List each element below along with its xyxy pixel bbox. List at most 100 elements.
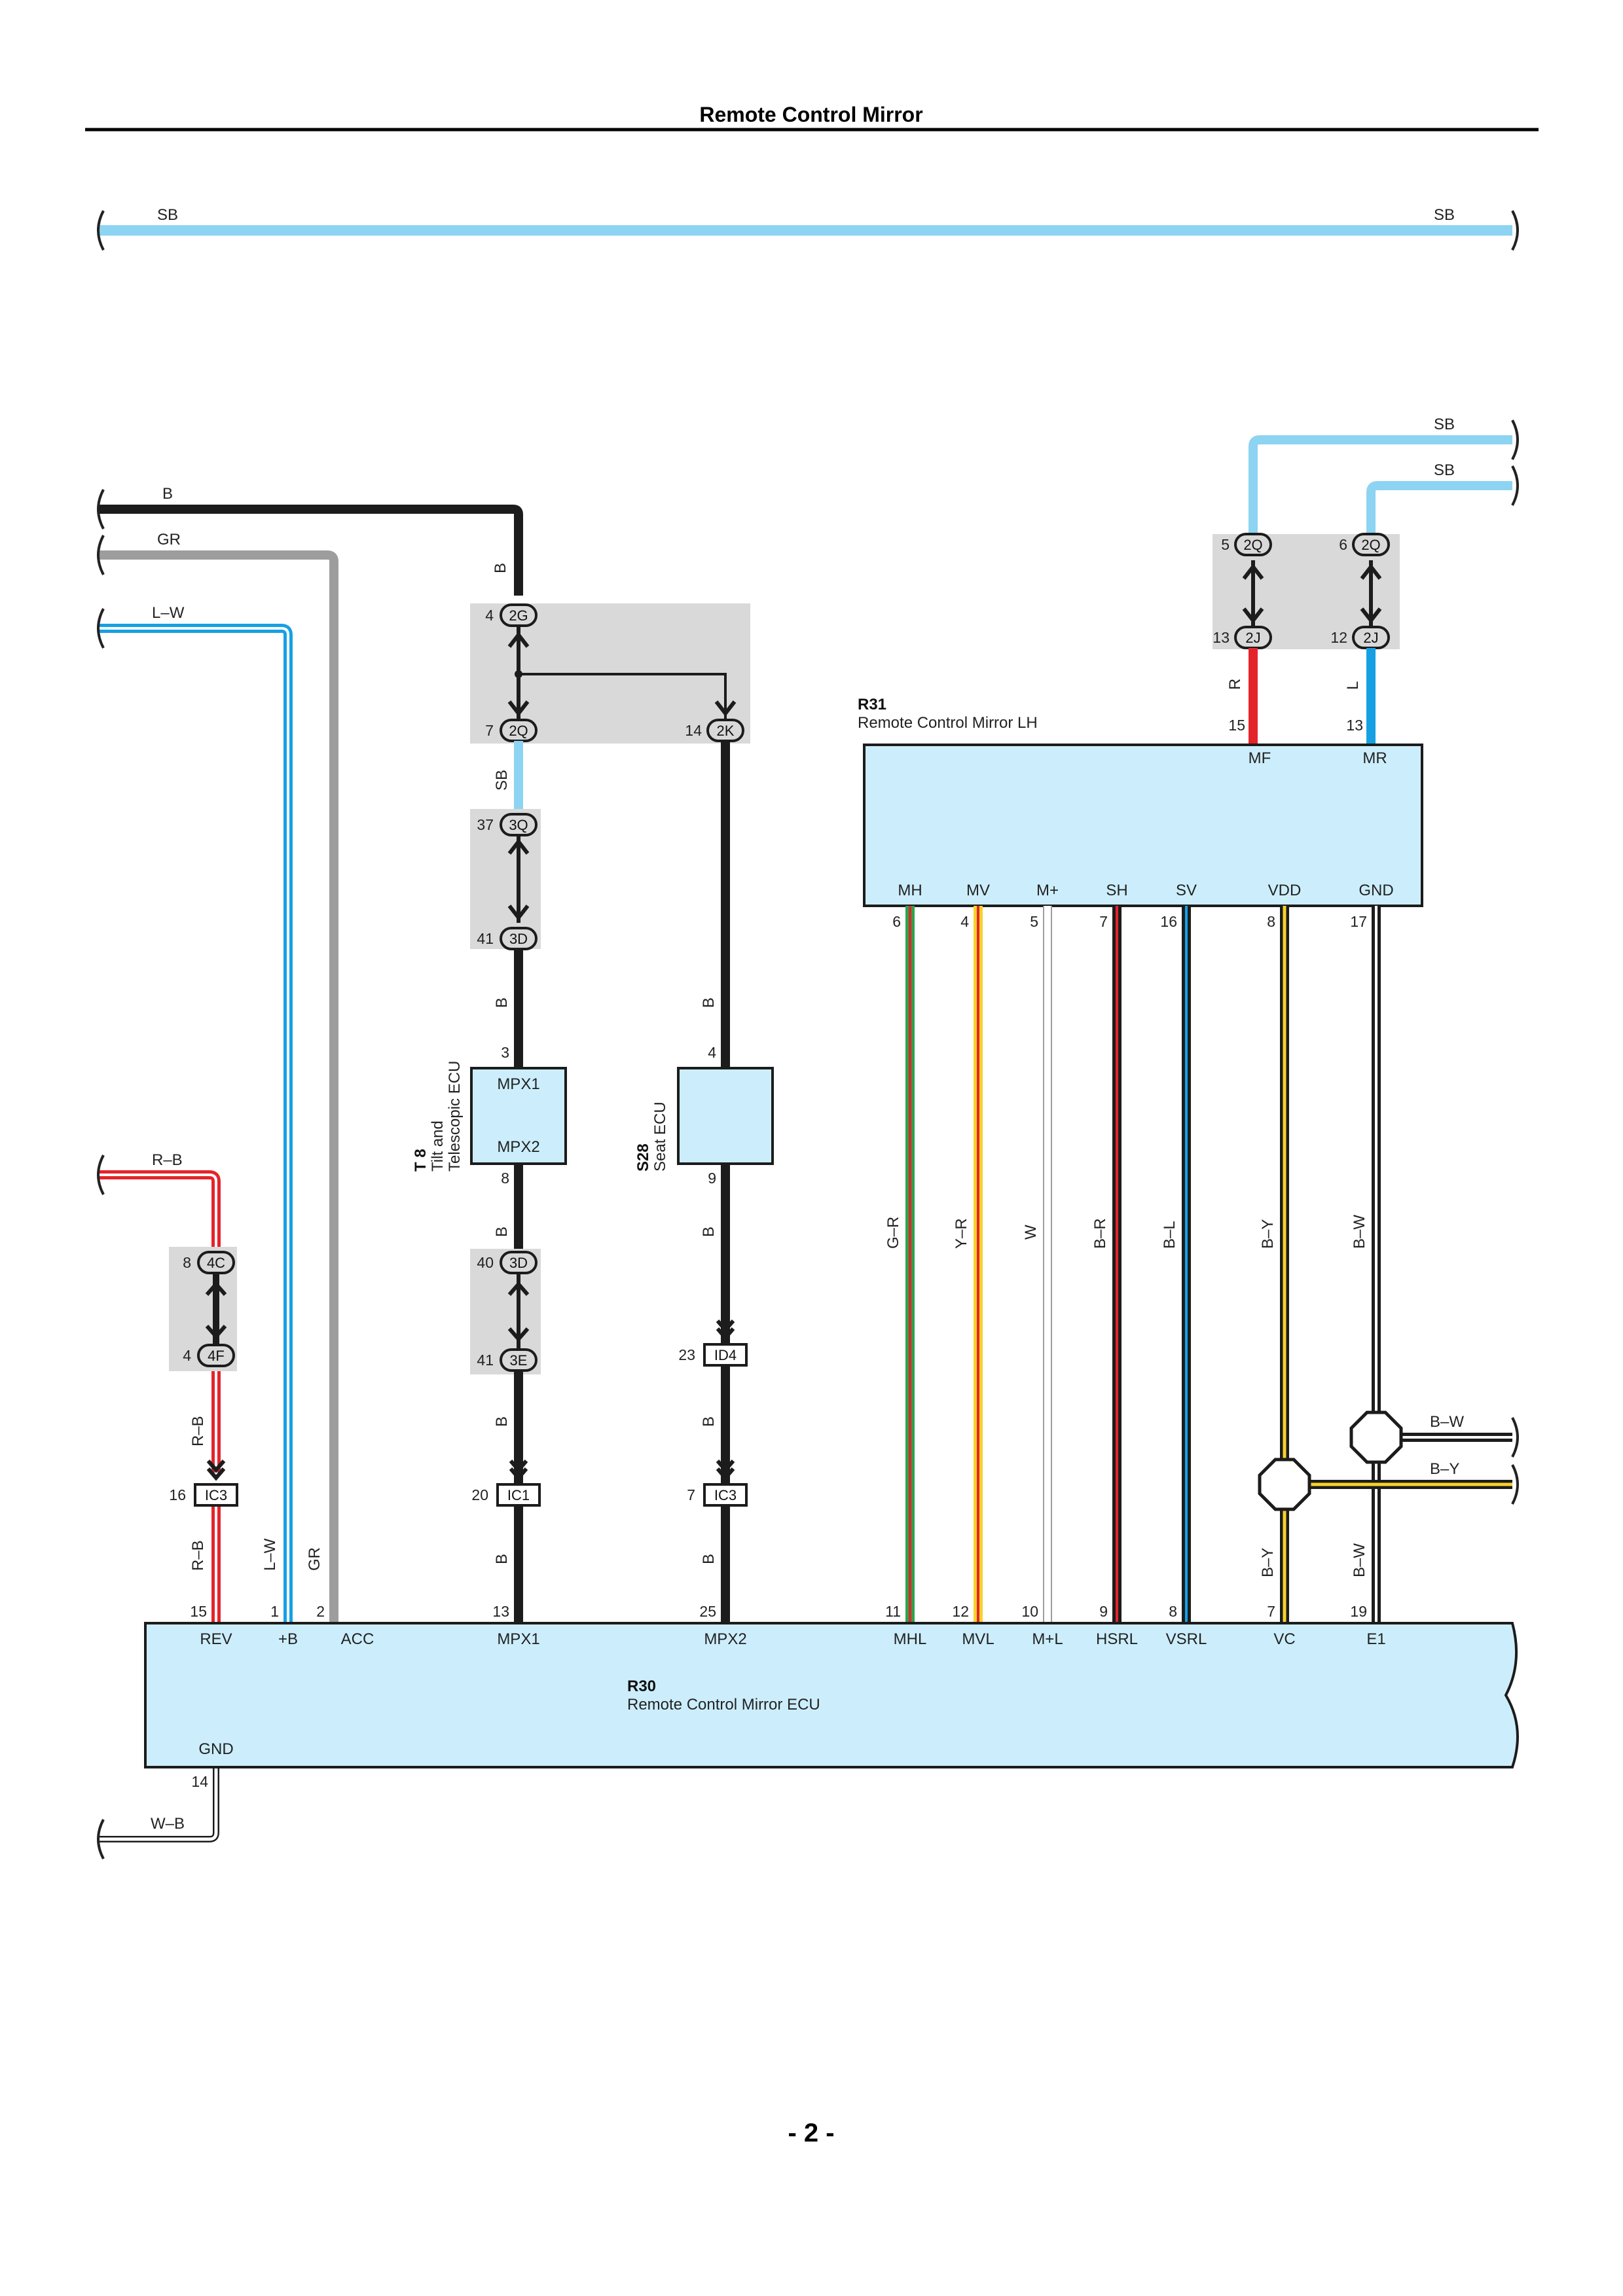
gr-wire: GR GR (97, 531, 338, 1623)
connector-pin-ic1: 20 (471, 1486, 488, 1503)
connector-id-2j-13: 2J (1245, 630, 1260, 646)
r30-pin-0: 15 (190, 1603, 207, 1620)
t8-pin-8: 8 (501, 1170, 509, 1187)
r30-term-7: M+L (1032, 1630, 1063, 1648)
wire-label-b-vertical-2: B (493, 997, 511, 1008)
page-number: - 2 - (788, 2119, 834, 2147)
connector-pin-2j-13: 13 (1213, 629, 1230, 646)
connector-id-4f: 4F (208, 1348, 225, 1364)
wire-label-b-vertical-3: B (493, 1227, 511, 1237)
connector-pin-2q-5: 5 (1221, 536, 1230, 553)
wire-label-rb-vertical-2: R–B (189, 1540, 207, 1571)
wire-label-sb-vertical: SB (493, 770, 511, 791)
connector-pin-ic3-16: 16 (169, 1486, 186, 1503)
wire-label-bw-gnd: B–W (1351, 1215, 1368, 1249)
wire-label-w: W (1022, 1225, 1040, 1240)
t8-pin-3: 3 (501, 1044, 509, 1061)
connector-id-ic3-7: IC3 (714, 1487, 737, 1503)
connector-pin-2g: 4 (485, 607, 494, 624)
r31-term-5: VDD (1268, 882, 1302, 899)
wire-label-b-seat-2: B (700, 1227, 718, 1237)
sb-right-wires: SB SB (1249, 416, 1519, 537)
r30-pin-10: 7 (1267, 1603, 1275, 1620)
wire-label-rb-vertical-1: R–B (189, 1416, 207, 1446)
junction-by (1258, 1458, 1311, 1511)
r30-term-8: HSRL (1096, 1630, 1138, 1648)
r31-pin-0: 6 (892, 913, 901, 930)
connector-id-3d-40: 3D (509, 1255, 528, 1271)
connector-id-3e: 3E (510, 1352, 528, 1369)
r30-pin-8: 9 (1099, 1603, 1108, 1620)
connector-pin-3e: 41 (477, 1352, 494, 1369)
wire-label-b-seat-3: B (700, 1416, 718, 1427)
r30-pin-11: 19 (1350, 1603, 1367, 1620)
wire-label-br-sh: B–R (1091, 1218, 1109, 1249)
r30-pin-9: 8 (1169, 1603, 1177, 1620)
connector-pin-4f: 4 (183, 1347, 191, 1364)
r30-gnd-label: GND (198, 1740, 233, 1758)
connector-id-2q-5: 2Q (1243, 537, 1262, 553)
connector-pin-id4: 23 (678, 1346, 695, 1363)
wire-label-b-vertical-1: B (492, 563, 509, 573)
r31-top-pin-13: 13 (1346, 717, 1363, 734)
s28-pin-4: 4 (708, 1044, 716, 1061)
r30-pin-7: 10 (1021, 1603, 1038, 1620)
r30-term-5: MHL (894, 1630, 927, 1648)
wire-label-b-left: B (162, 485, 173, 503)
page-title: Remote Control Mirror (699, 103, 922, 126)
s28-name: Seat ECU (651, 1102, 669, 1172)
r30-term-11: E1 (1366, 1630, 1385, 1648)
r30-terminals: REV15+B1ACC2MPX113MPX225MHL11MVL12M+L10H… (190, 1603, 1385, 1648)
wire-label-by-right: B–Y (1430, 1460, 1459, 1478)
junction-bw (1349, 1410, 1403, 1464)
r30-term-0: REV (200, 1630, 232, 1648)
connector-id-id4: ID4 (714, 1347, 737, 1363)
wire-label-lw-left: L–W (152, 604, 185, 622)
r31-term-0: MH (898, 882, 922, 899)
top-sb-wire: SB SB (97, 206, 1519, 251)
r31-term-6: GND (1359, 882, 1393, 899)
t8-term-mpx2: MPX2 (497, 1138, 539, 1156)
r30-gnd-pin: 14 (191, 1773, 208, 1790)
wire-label-gr-mh: G–R (884, 1217, 902, 1249)
wire-label-sb-right-2: SB (1434, 461, 1455, 479)
r31-code: R31 (858, 696, 886, 713)
connector-pin-ic3-7: 7 (687, 1486, 695, 1503)
wire-label-l-mr: L (1344, 681, 1362, 690)
r30-term-3: MPX1 (497, 1630, 539, 1648)
wire-label-by-vdd: B–Y (1259, 1219, 1277, 1249)
r31-term-mf: MF (1249, 749, 1271, 767)
connector-pin-3d-40: 40 (477, 1254, 494, 1271)
r30-name: Remote Control Mirror ECU (627, 1696, 820, 1713)
r30-pin-2: 2 (316, 1603, 325, 1620)
r30-code: R30 (627, 1677, 656, 1695)
wire-label-wb-left: W–B (151, 1815, 185, 1833)
wire-label-sb-top-left: SB (157, 206, 178, 224)
connector-3d-3e: 3D 40 3E 41 (470, 1249, 541, 1374)
connector-ic1: IC1 20 (471, 1460, 541, 1507)
r30-term-4: MPX2 (704, 1630, 746, 1648)
r30-pin-6: 12 (952, 1603, 969, 1620)
r30-term-9: VSRL (1166, 1630, 1207, 1648)
connector-id-3q: 3Q (509, 817, 528, 833)
connector-id-2g: 2G (509, 607, 528, 624)
t8-term-mpx1: MPX1 (497, 1075, 539, 1093)
connector-pin-4c: 8 (183, 1254, 191, 1271)
connector-2q-2j: 2Q 5 2Q 6 2J 13 2J 12 (1213, 533, 1400, 649)
wire-label-gr-left: GR (157, 531, 181, 548)
connector-pin-2q-7: 7 (485, 722, 494, 739)
connector-id4: ID4 23 (678, 1319, 748, 1367)
remote-control-mirror-ecu: R30 Remote Control Mirror ECU GND 14 REV… (144, 1603, 1519, 1790)
connector-pin-2q-6: 6 (1339, 536, 1347, 553)
connector-pin-2k: 14 (685, 722, 702, 739)
wire-label-yr-mv: Y–R (953, 1218, 970, 1249)
mirror-signal-wires: G–R Y–R W B–R B–L B–Y B–W B–Y B–W (884, 906, 1381, 1623)
wire-label-by-vc: B–Y (1259, 1548, 1277, 1577)
wire-label-bw-right: B–W (1430, 1413, 1464, 1431)
r31-pin-5: 8 (1267, 913, 1275, 930)
connector-ic3-16: IC3 16 (169, 1460, 238, 1507)
connector-2g-2q-2k: 2G 4 2Q 7 2K 14 (470, 603, 750, 744)
r30-term-2: ACC (341, 1630, 374, 1648)
wire-label-rb-left: R–B (152, 1151, 183, 1169)
